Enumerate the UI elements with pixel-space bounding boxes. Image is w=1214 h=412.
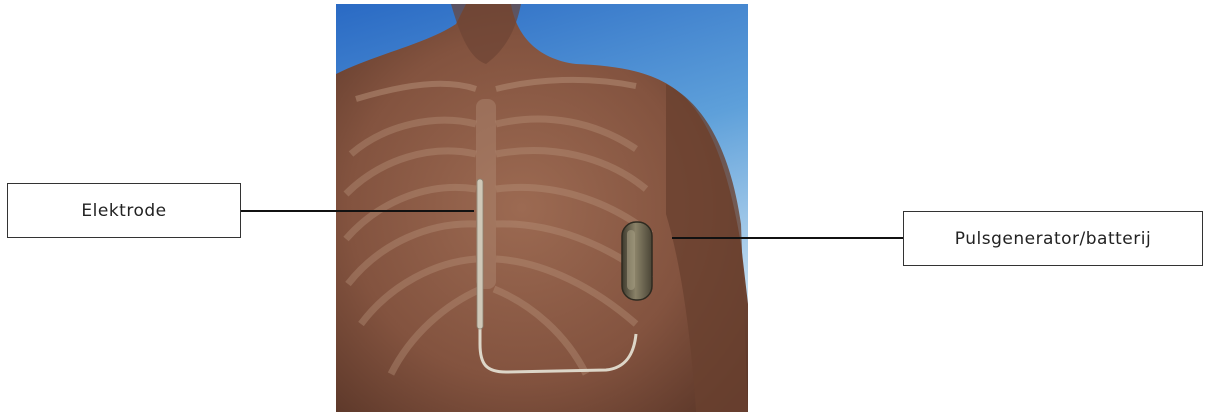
pulse-generator-label: Pulsgenerator/batterij — [955, 229, 1151, 249]
electrode-label-box: Elektrode — [7, 183, 241, 238]
pulse-generator-device — [622, 222, 652, 300]
electrode-label: Elektrode — [81, 201, 166, 221]
electrode-tip — [477, 179, 483, 329]
pulse-generator-leader-line — [672, 237, 903, 239]
pulse-generator-label-box: Pulsgenerator/batterij — [903, 211, 1203, 266]
electrode-leader-line — [241, 210, 474, 212]
chest-illustration — [336, 4, 748, 412]
